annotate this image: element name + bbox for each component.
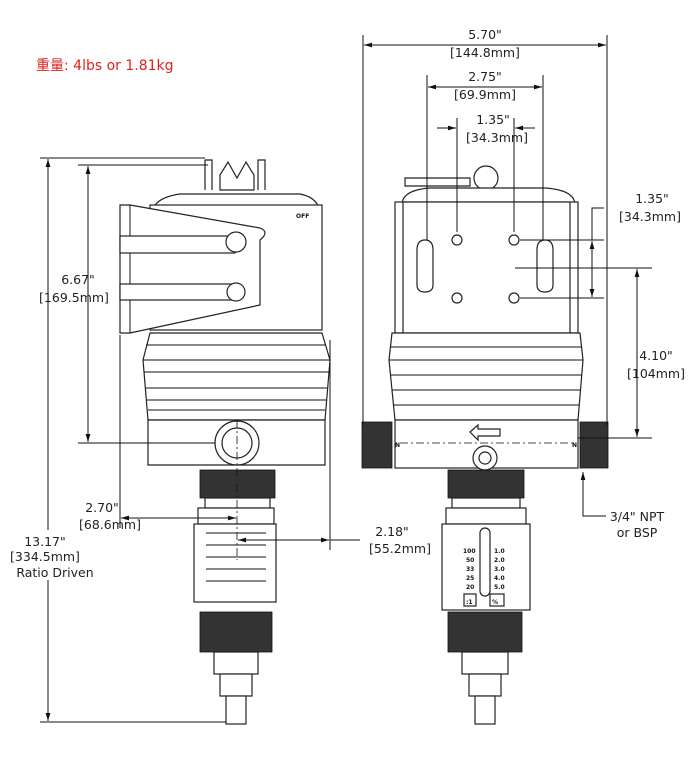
svg-text:1.35": 1.35" — [635, 191, 669, 206]
svg-text:[104mm]: [104mm] — [627, 366, 685, 381]
svg-text:4.10": 4.10" — [639, 348, 673, 363]
handle-posts — [204, 159, 266, 190]
svg-text:3.0: 3.0 — [494, 566, 505, 573]
svg-text:[55.2mm]: [55.2mm] — [369, 541, 431, 556]
dome-front — [401, 187, 576, 206]
adjust-nut — [199, 611, 273, 653]
svg-text:4.0: 4.0 — [494, 575, 505, 582]
hose-barb — [225, 695, 247, 725]
svg-text:5.70": 5.70" — [468, 27, 502, 42]
svg-text:6.67": 6.67" — [61, 272, 95, 287]
dosing-body — [193, 523, 277, 603]
port-mark-left: N — [395, 442, 400, 449]
main-body — [142, 332, 331, 421]
weight-label: 重量: 4lbs or 1.81kg — [36, 58, 174, 74]
outlet-thread — [579, 421, 609, 469]
percent-symbol: % — [492, 599, 498, 606]
svg-text:[169.5mm]: [169.5mm] — [39, 290, 109, 305]
svg-text:[69.9mm]: [69.9mm] — [454, 87, 516, 102]
svg-text:1.35": 1.35" — [476, 112, 510, 127]
svg-text:20: 20 — [466, 584, 474, 591]
thread — [199, 469, 276, 499]
dosing-collar — [197, 507, 275, 525]
keyhole-left — [416, 239, 434, 293]
svg-text:Ratio Driven: Ratio Driven — [16, 565, 93, 580]
bracket-pin — [226, 282, 246, 302]
svg-text:3/4" NPT: 3/4" NPT — [610, 509, 665, 524]
bracket-knob — [225, 231, 247, 253]
keyhole-right — [536, 239, 554, 293]
svg-text:100: 100 — [463, 548, 476, 555]
front-view: N N 100 50 33 25 20 1.0 2.0 3.0 4.0 5.0 … — [361, 165, 609, 725]
svg-text:25: 25 — [466, 575, 474, 582]
svg-text:[334.5mm]: [334.5mm] — [10, 549, 80, 564]
bracket-slot-bottom — [119, 283, 236, 301]
svg-text:2.70": 2.70" — [85, 500, 119, 515]
ratio-symbol: :1 — [466, 599, 473, 606]
off-label: OFF — [296, 213, 309, 220]
svg-text:or BSP: or BSP — [617, 525, 658, 540]
svg-text:[144.8mm]: [144.8mm] — [450, 45, 520, 60]
scale-tube — [479, 527, 491, 597]
svg-text:2.75": 2.75" — [468, 69, 502, 84]
bracket-slot-top — [119, 235, 236, 254]
svg-text:5.0: 5.0 — [494, 584, 505, 591]
side-view: OFF — [119, 159, 331, 725]
handle-lever — [404, 177, 471, 187]
svg-text:50: 50 — [466, 557, 474, 564]
port-mark-right: N — [572, 442, 577, 449]
dimensions: 5.70" [144.8mm] 2.75" [69.9mm] 1.35" [34… — [10, 27, 685, 723]
svg-text:[34.3mm]: [34.3mm] — [619, 209, 681, 224]
percent-scale: 1.0 2.0 3.0 4.0 5.0 — [494, 548, 505, 591]
flow-arrow — [469, 423, 501, 442]
svg-text:1.0: 1.0 — [494, 548, 505, 555]
svg-text:33: 33 — [466, 566, 474, 573]
inlet-thread — [361, 421, 393, 469]
svg-text:2.0: 2.0 — [494, 557, 505, 564]
ratio-scale: 100 50 33 25 20 — [463, 548, 476, 591]
handle-ring — [473, 165, 499, 191]
main-body-front — [388, 332, 584, 421]
mount-holes — [451, 234, 520, 304]
handle-v — [219, 160, 255, 191]
svg-text:[68.6mm]: [68.6mm] — [79, 517, 141, 532]
svg-text:13.17": 13.17" — [24, 534, 66, 549]
svg-text:[34.3mm]: [34.3mm] — [466, 130, 528, 145]
svg-text:2.18": 2.18" — [375, 524, 409, 539]
